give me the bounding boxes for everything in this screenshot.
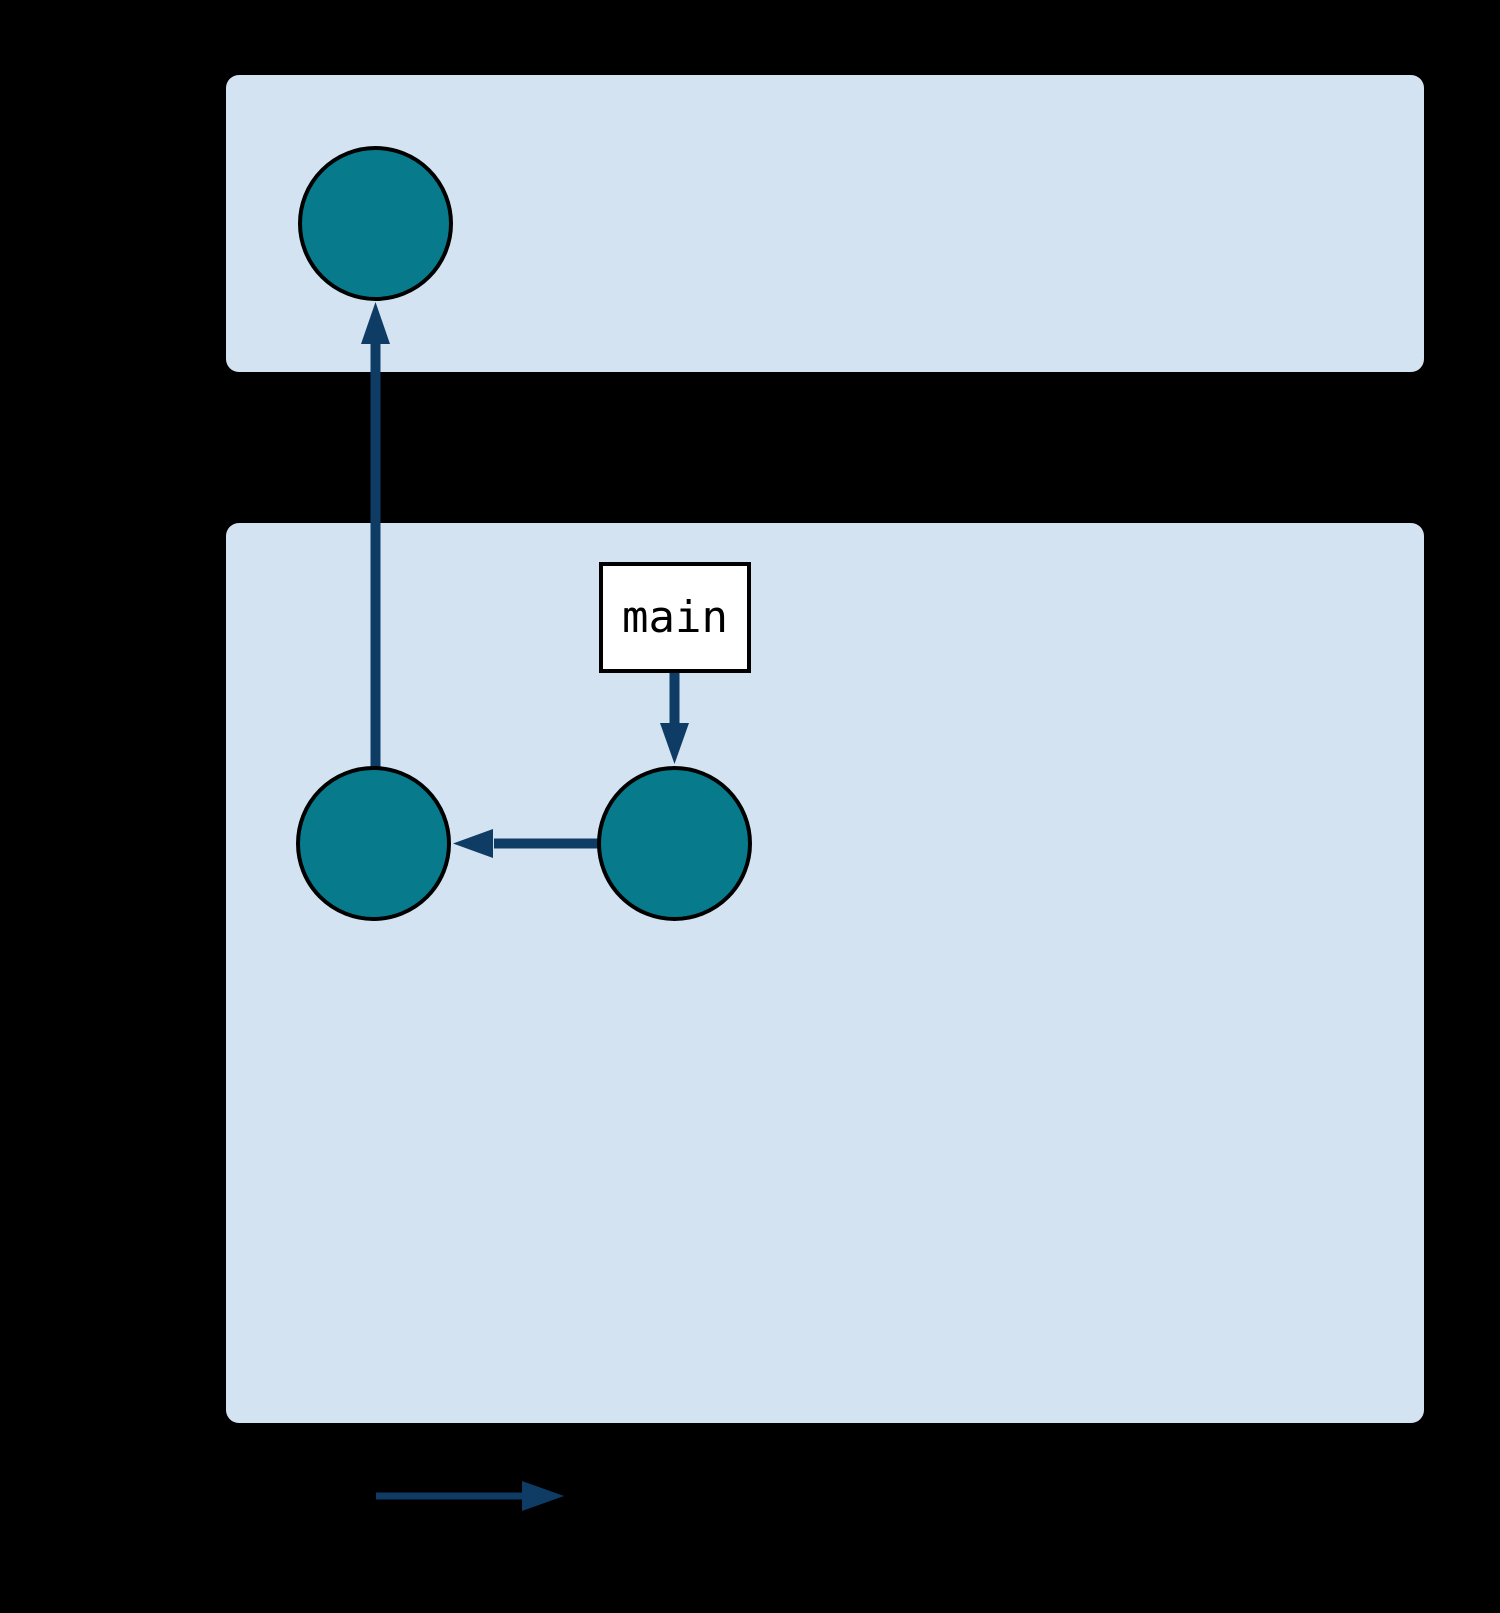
local-parent-commit-circle bbox=[296, 766, 451, 921]
local-repository-panel bbox=[226, 523, 1424, 1423]
main-branch-label-text: main bbox=[622, 591, 728, 643]
main-label-arrow-head bbox=[660, 723, 689, 764]
local-to-remote-arrow-head bbox=[361, 302, 390, 344]
remote-commit-circle bbox=[298, 146, 453, 301]
commit-to-parent-arrow-head bbox=[453, 829, 493, 858]
main-branch-label: main bbox=[599, 562, 751, 673]
legend-arrow-head bbox=[522, 1481, 564, 1511]
local-new-commit-circle bbox=[597, 766, 752, 921]
